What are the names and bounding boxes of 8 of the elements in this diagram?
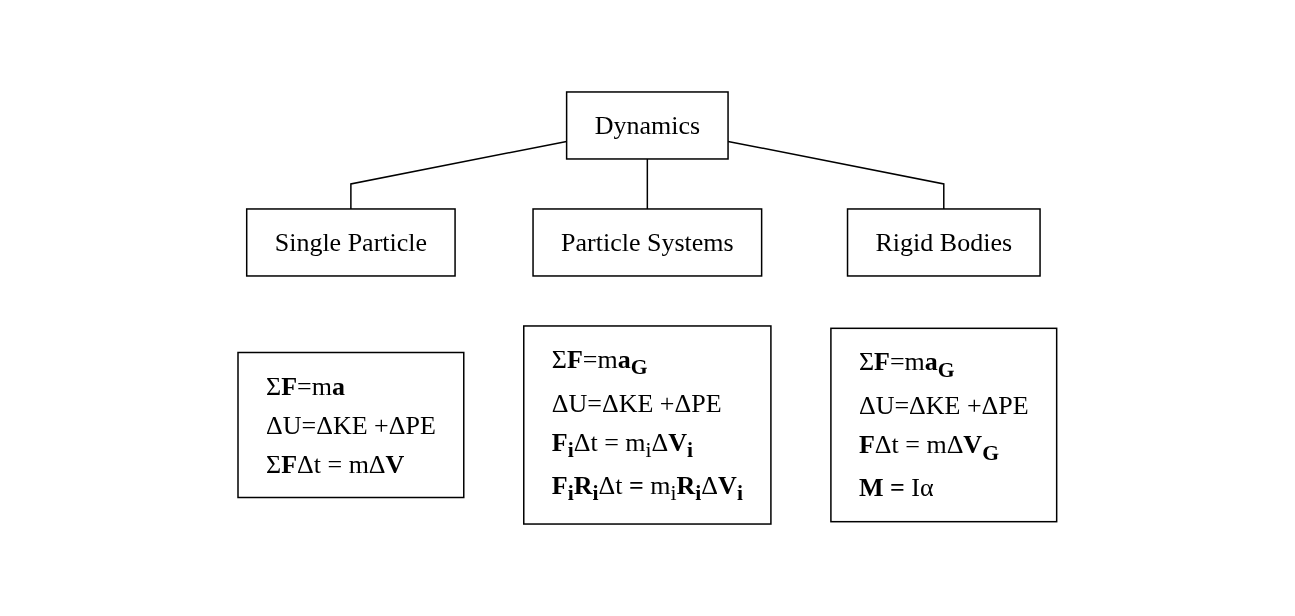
node-box: Single Particle xyxy=(246,208,456,277)
node-box: ΣF=ma$_{G}$ ΔU=ΔKE +ΔPE F$_{i}$Δt = m$_{i}$ΔV$_{i}$ F$_{i}$R$_{i}$Δt = m$_{i}$R$_{i}$ΔV$_{i}$ xyxy=(523,325,772,525)
node-box: Rigid Bodies xyxy=(846,208,1041,277)
node-box: Particle Systems xyxy=(532,208,763,277)
node-box: Dynamics xyxy=(566,91,729,160)
node-box: ΣF=ma$_{G}$ ΔU=ΔKE +ΔPE FΔt = mΔV$_{G}$ M = Iα xyxy=(830,327,1058,523)
connector xyxy=(646,158,649,210)
node-box: ΣF=ma ΔU=ΔKE +ΔPE ΣFΔt = mΔV xyxy=(237,351,465,499)
